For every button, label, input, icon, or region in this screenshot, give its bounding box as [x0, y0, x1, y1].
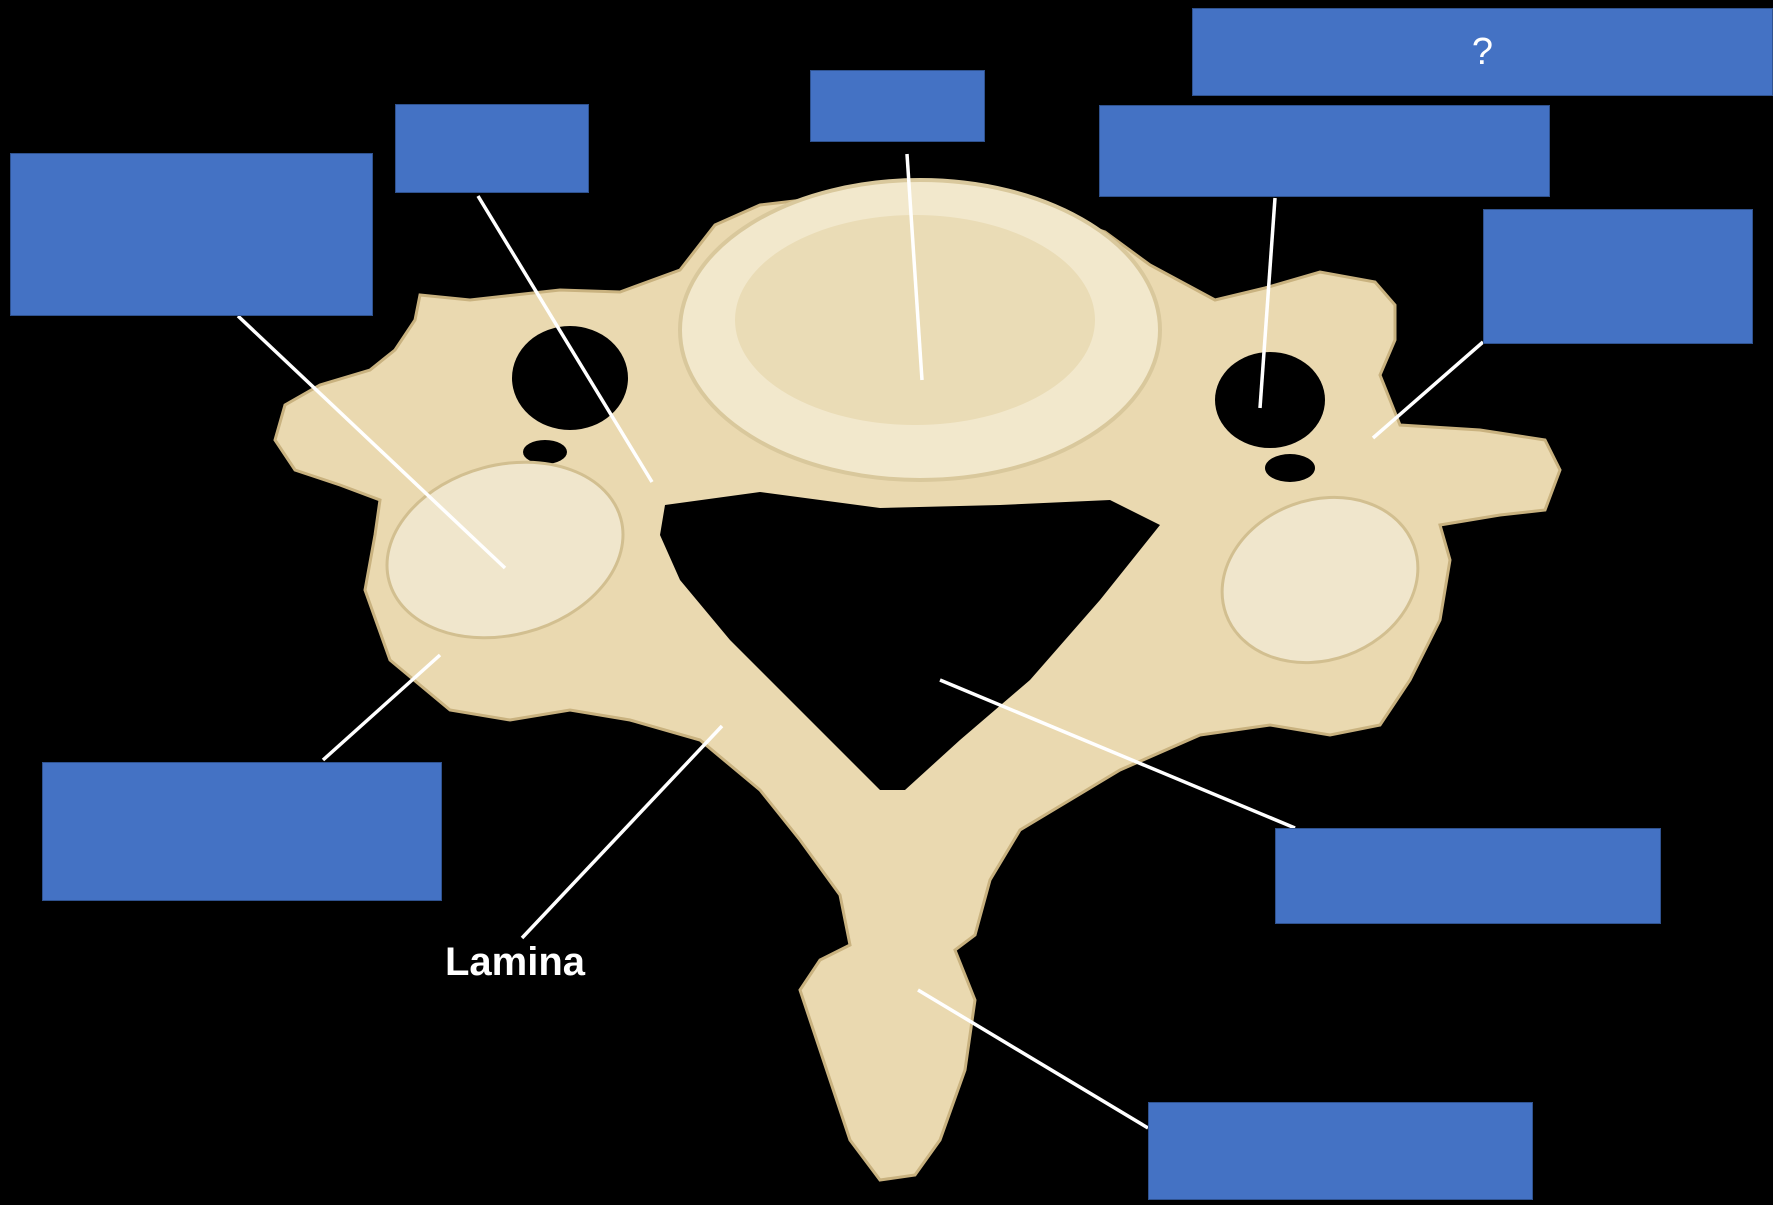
label-box-articular-facet[interactable] [10, 153, 373, 316]
label-box-transverse-process[interactable] [1483, 209, 1753, 344]
question-mark: ? [1472, 31, 1493, 74]
right-transverse-foramen-hole [1215, 352, 1325, 448]
label-box-body[interactable] [810, 70, 985, 142]
right-small-foramen-hole [1265, 454, 1315, 482]
vertebral-body-inner [735, 215, 1095, 425]
leader-line-lamina [522, 726, 722, 938]
label-box-pedicle[interactable] [395, 104, 589, 193]
leader-line-articular-pillar [323, 655, 440, 760]
lamina-label: Lamina [445, 940, 585, 985]
left-small-foramen-hole [523, 440, 567, 464]
label-box-vertebral-foramen[interactable] [1275, 828, 1661, 924]
label-box-articular-pillar[interactable] [42, 762, 442, 901]
label-box-foramen-transversarium[interactable]: ? [1192, 8, 1773, 96]
label-box-spinous-process[interactable] [1148, 1102, 1533, 1200]
label-box-transverse-foramen[interactable] [1099, 105, 1550, 197]
